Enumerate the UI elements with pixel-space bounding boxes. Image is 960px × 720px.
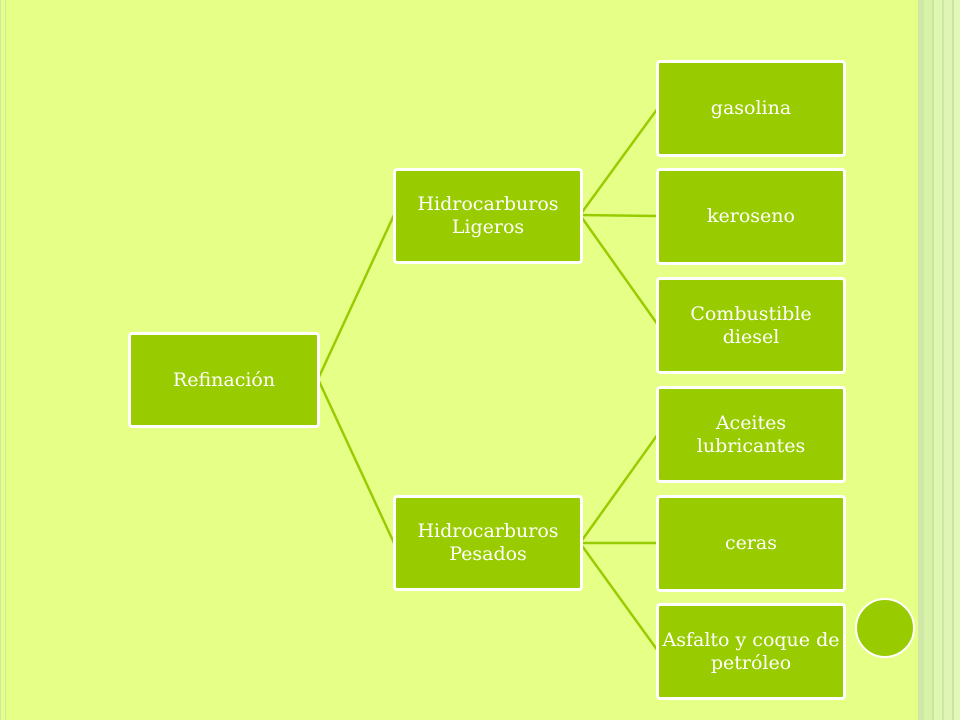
- node-hidrocarburos-pesados: Hidrocarburos Pesados: [393, 495, 583, 591]
- connector-root-to-ligeros: [316, 214, 396, 380]
- node-aceites-lubricantes: Aceites lubricantes: [656, 386, 846, 483]
- node-gasolina: gasolina: [656, 60, 846, 157]
- right-frame-stripes: [918, 0, 960, 720]
- node-combustible-diesel: Combustible diesel: [656, 277, 846, 374]
- connector-root-to-pesados: [316, 378, 396, 544]
- connector-ligeros-to-diesel: [578, 214, 660, 326]
- left-frame-border: [0, 0, 6, 720]
- node-keroseno: keroseno: [656, 168, 846, 265]
- node-hidrocarburos-ligeros: Hidrocarburos Ligeros: [393, 168, 583, 264]
- connector-ligeros-to-keroseno: [579, 213, 659, 218]
- node-asfalto-coque: Asfalto y coque de petróleo: [656, 603, 846, 700]
- node-refinacion: Refinación: [128, 332, 320, 428]
- node-ceras: ceras: [656, 495, 846, 592]
- connector-ligeros-to-gasolina: [578, 107, 660, 216]
- green-circle-decoration: [855, 598, 915, 658]
- connector-pesados-to-asfalto: [578, 542, 660, 652]
- connector-pesados-to-aceites: [578, 433, 660, 544]
